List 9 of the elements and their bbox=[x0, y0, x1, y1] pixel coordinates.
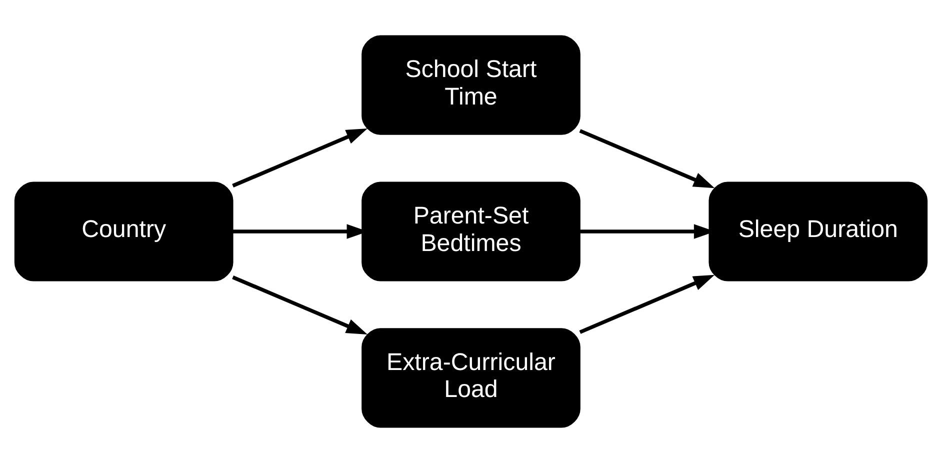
node-box: Country bbox=[14, 181, 234, 281]
node-box: Parent-Set Bedtimes bbox=[362, 181, 580, 281]
node-box: Extra-Curricular Load bbox=[362, 328, 580, 428]
arrow bbox=[232, 128, 368, 188]
arrow bbox=[579, 128, 715, 188]
node-box: School Start Time bbox=[362, 34, 580, 134]
arrow bbox=[579, 274, 715, 334]
node-box: Sleep Duration bbox=[708, 181, 928, 281]
arrow bbox=[232, 274, 368, 334]
